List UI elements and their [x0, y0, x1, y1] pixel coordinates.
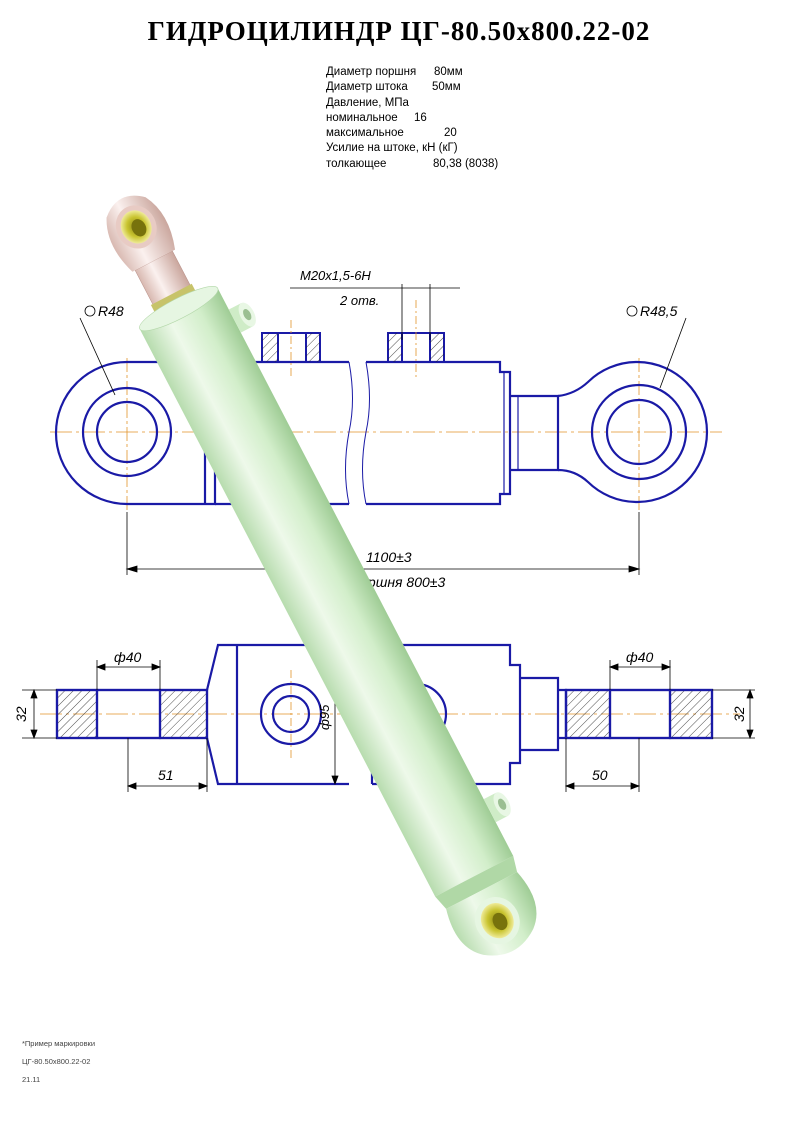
left-eye-bore: [95, 400, 159, 464]
thread-label: M20x1,5-6H: [300, 268, 371, 283]
marking-code: ЦГ-80.50х800.22-02: [22, 1057, 91, 1066]
spec-label: номинальное: [326, 111, 398, 124]
spec-value: 20: [444, 127, 457, 140]
spec-label: толкающее: [326, 157, 387, 170]
spec-value: 80мм: [434, 66, 463, 78]
body-diameter-label: ф95: [317, 704, 332, 730]
right-eye-outer-circle: [590, 383, 688, 481]
front-view: [50, 300, 722, 512]
spec-label: Диаметр поршня: [326, 66, 417, 78]
front-dimensions: [79, 284, 687, 575]
cylinder-3d-render: [106, 195, 537, 956]
cylinder-body-right: [366, 360, 512, 506]
marking-example: *Пример маркировки ЦГ-80.50х800.22-02 21…: [22, 1035, 95, 1089]
spec-row: Диаметр штока 50мм: [326, 80, 461, 95]
spec-label: Давление, МПа: [326, 96, 409, 109]
left-eye-outline: [54, 360, 217, 506]
spec-row: номинальное 16: [326, 111, 458, 126]
left-eye-outer-circle: [81, 386, 173, 478]
bore-right-label: ф40: [626, 649, 653, 665]
thread-count-label: 2 отв.: [339, 293, 379, 308]
specs-table: Диаметр поршня 80мм Диаметр штока 50мм Дав…: [326, 65, 498, 172]
marking-caption: *Пример маркировки: [22, 1039, 96, 1048]
offset-left-label: 51: [158, 767, 174, 783]
spec-row: толкающее 80,38 (8038): [326, 157, 498, 172]
spec-row: максимальное 20: [326, 126, 458, 141]
radius-left-label: R48: [98, 303, 124, 319]
body-3d: [139, 288, 514, 897]
width-left-label: 32: [13, 706, 29, 722]
spec-label: Усилие на штоке, кН (кГ): [326, 142, 458, 155]
spec-value: 80,38 (8038): [433, 157, 499, 170]
spec-row: Диаметр поршня 80мм: [326, 65, 463, 80]
body-port-left: [259, 682, 323, 746]
radius-right-label: R48,5: [640, 303, 678, 319]
length-label: 1100±3: [366, 549, 412, 565]
marking-date: 21.11: [22, 1075, 41, 1084]
spec-label: Диаметр штока: [326, 81, 408, 94]
spec-row: Усилие на штоке, кН (кГ): [326, 141, 458, 156]
width-right-label: 32: [731, 706, 747, 722]
spec-value: 16: [414, 111, 427, 124]
radius-right-icon: [626, 305, 638, 317]
spec-value: 50мм: [432, 81, 461, 94]
radius-left-icon: [84, 305, 96, 317]
offset-right-label: 50: [592, 767, 608, 783]
spec-row: Давление, МПа: [326, 96, 458, 111]
bore-left-label: ф40: [114, 649, 141, 665]
page-title: ГИДРОЦИЛИНДР ЦГ-80.50х800.22-02: [147, 16, 651, 46]
right-eye-bore: [605, 398, 673, 466]
rod: [510, 394, 560, 472]
right-eye-outline: [557, 360, 709, 504]
spec-label: максимальное: [326, 127, 404, 140]
